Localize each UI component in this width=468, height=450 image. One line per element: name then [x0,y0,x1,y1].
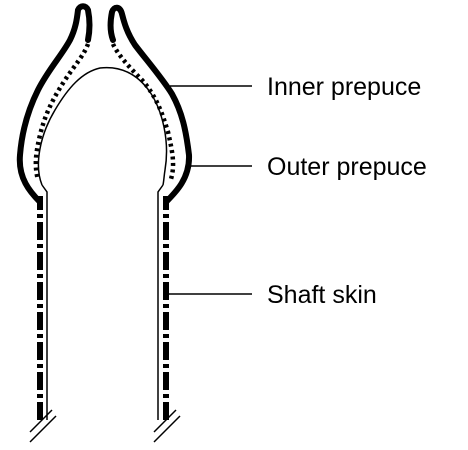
shaft-inner-line-left [41,184,48,420]
label-shaft-skin: Shaft skin [267,281,377,309]
cut-mark-right-1 [153,409,177,433]
outer-prepuce-right [107,4,193,205]
cut-mark-left-2 [29,415,57,443]
labels: Inner prepuce Outer prepuce Shaft skin [267,73,427,309]
inner-prepuce-layer [33,42,176,183]
outer-prepuce-left [16,3,93,205]
shaft-skin-layer [37,184,169,420]
outer-prepuce-layer [16,3,193,205]
label-inner-prepuce: Inner prepuce [267,73,421,101]
inner-prepuce-right [110,42,176,183]
glans-outline [37,66,168,186]
shaft-inner-line-right [157,184,164,420]
label-outer-prepuce: Outer prepuce [267,153,427,181]
cut-mark-left-1 [29,409,53,433]
cut-marks [29,409,181,443]
cut-mark-right-2 [153,415,181,443]
inner-prepuce-left [33,43,91,181]
leader-lines [168,85,252,295]
glans-layer [37,66,168,186]
